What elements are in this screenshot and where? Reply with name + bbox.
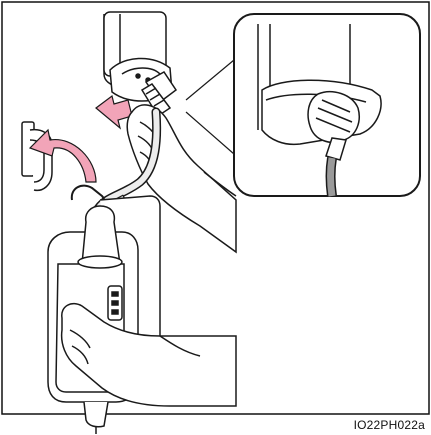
figure-id-label: IO22PH022a bbox=[354, 418, 425, 432]
